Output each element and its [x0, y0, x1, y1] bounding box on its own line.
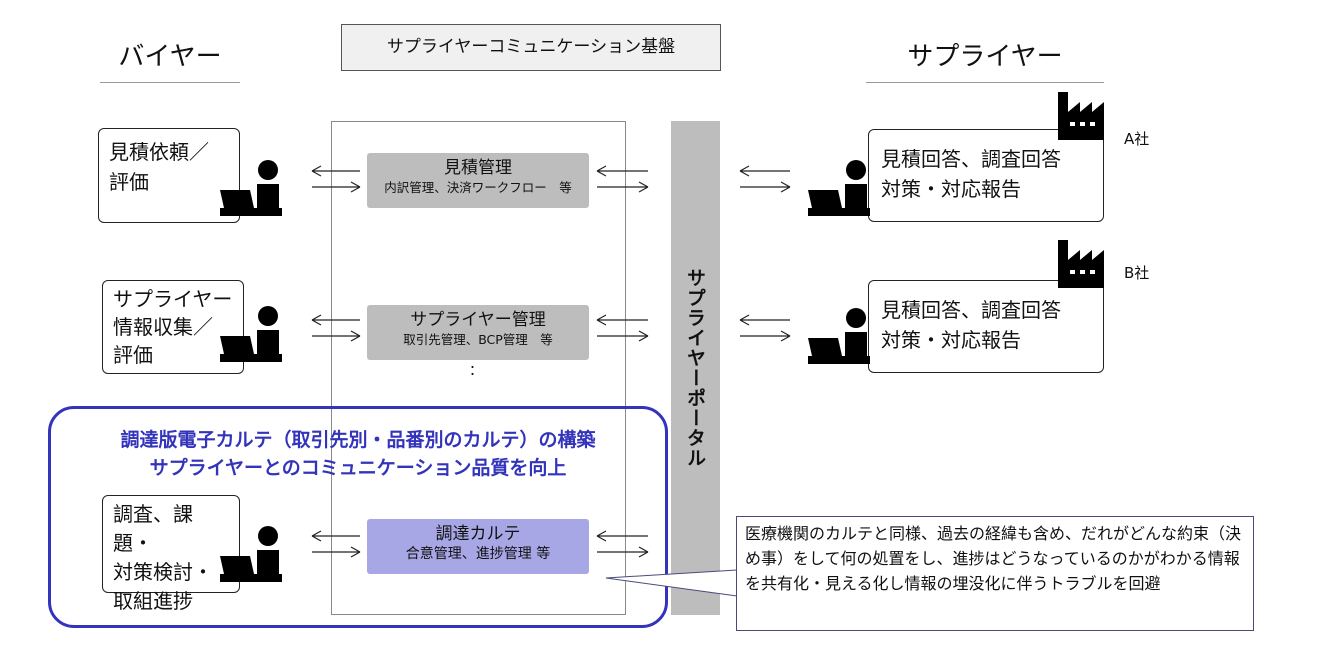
portal-label: サプライヤーポータル	[684, 268, 706, 468]
module-supplier: サプライヤー管理 取引先管理、BCP管理 等	[367, 305, 589, 360]
task-line: 評価	[109, 170, 149, 194]
supplier-b-box: 見積回答、調査回答 対策・対応報告	[868, 280, 1104, 373]
supplier-a-company: A社	[1124, 130, 1150, 148]
task-line: 評価	[113, 343, 153, 367]
module-procurement-chart: 調達カルテ 合意管理、進捗管理 等	[367, 519, 589, 574]
task-line: サプライヤー	[113, 287, 233, 311]
callout-note: 医療機関のカルテと同様、過去の経緯も含め、だれがどんな約束（決め事）をして何の処…	[736, 516, 1254, 631]
buyer-task-estimate: 見積依頼／ 評価	[98, 128, 240, 223]
factory-icon	[1058, 92, 1104, 140]
module-sub: 合意管理、進捗管理 等	[405, 546, 551, 562]
task-line: 調査、課題・	[113, 502, 193, 555]
module-sub: 取引先管理、BCP管理 等	[403, 332, 553, 347]
supplier-person-laptop-icon	[808, 308, 870, 364]
supplier-a-box: 見積回答、調査回答 対策・対応報告	[868, 129, 1104, 222]
supplier-line: 対策・対応報告	[881, 328, 1021, 352]
buyer-task-supplier-info: サプライヤー 情報収集／ 評価	[102, 280, 244, 374]
factory-icon	[1058, 240, 1104, 288]
supplier-b-company: B社	[1124, 264, 1150, 282]
module-title: 調達カルテ	[435, 524, 521, 544]
buyer-heading: バイヤー	[100, 36, 240, 83]
supplier-line: 対策・対応報告	[881, 177, 1021, 201]
buyer-person-laptop-icon	[220, 526, 282, 582]
supplier-line: 見積回答、調査回答	[881, 147, 1061, 171]
task-line: 取組進捗	[113, 589, 193, 613]
buyer-task-investigation: 調査、課題・ 対策検討・ 取組進捗	[102, 495, 240, 613]
task-line: 見積依頼／	[109, 140, 209, 164]
buyer-person-laptop-icon	[220, 160, 282, 216]
platform-frame	[331, 121, 626, 615]
highlight-line-2: サプライヤーとのコミュニケーション品質を向上	[149, 457, 567, 479]
module-ellipsis: ：	[469, 363, 483, 379]
task-line: 対策検討・	[113, 560, 213, 584]
supplier-line: 見積回答、調査回答	[881, 298, 1061, 322]
supplier-heading: サプライヤー	[866, 36, 1104, 83]
procurement-chart-highlight	[48, 406, 668, 628]
highlight-line-1: 調達版電子カルテ（取引先別・品番別のカルテ）の構築	[120, 429, 596, 451]
module-title: 見積管理	[444, 158, 512, 178]
module-title: サプライヤー管理	[410, 310, 546, 330]
task-line: 情報収集／	[113, 315, 213, 339]
module-sub: 内訳管理、決済ワークフロー 等	[384, 180, 572, 195]
supplier-person-laptop-icon	[808, 160, 870, 216]
supplier-portal-bar: サプライヤーポータル	[671, 121, 720, 615]
buyer-person-laptop-icon	[220, 306, 282, 362]
module-estimate: 見積管理 内訳管理、決済ワークフロー 等	[367, 153, 589, 208]
platform-heading: サプライヤーコミュニケーション基盤	[341, 24, 721, 71]
highlight-title: 調達版電子カルテ（取引先別・品番別のカルテ）の構築 サプライヤーとのコミュニケー…	[60, 426, 656, 482]
